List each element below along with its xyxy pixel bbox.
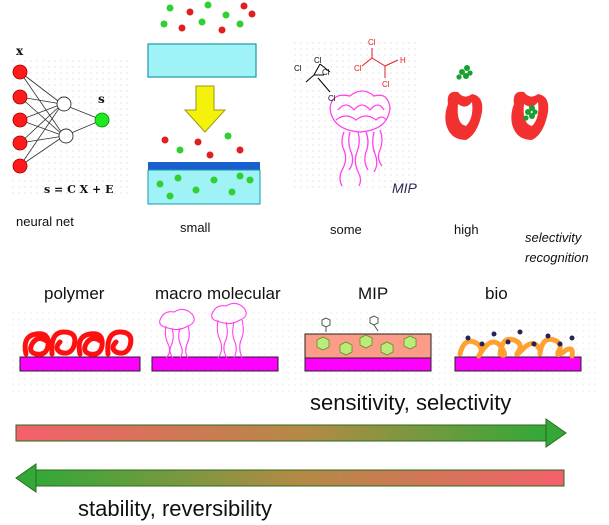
red-h: H <box>400 56 406 65</box>
bio-substrate <box>454 356 582 372</box>
down-arrow <box>183 85 227 133</box>
some-mip-diagram <box>292 40 420 190</box>
arrow-right-head <box>545 418 567 448</box>
black-cl-2: Cl <box>322 68 330 77</box>
membrane-top-box <box>147 43 257 78</box>
black-cl-3: Cl <box>314 56 322 65</box>
small-falling-particles <box>161 132 244 159</box>
bio-label: bio <box>485 284 508 303</box>
receptor-empty-pocket <box>457 102 473 126</box>
small-top-particles <box>160 1 256 34</box>
arrow-right-shaft <box>15 424 547 442</box>
recognition-label: recognition <box>525 250 589 265</box>
neural-net-output-node <box>94 112 110 128</box>
red-cl-1: Cl <box>368 38 376 47</box>
neural-net-hidden-nodes <box>56 96 74 144</box>
arrow-left-head <box>15 463 37 493</box>
mip-template-molecules <box>321 315 379 332</box>
red-molecule-bonds <box>361 48 399 78</box>
neural-net-input-label: x <box>16 44 24 58</box>
mip-receptor <box>329 90 391 187</box>
some-mip-tag: MIP <box>392 180 417 196</box>
macro-receptors <box>159 302 247 359</box>
polymer-substrate <box>19 356 141 372</box>
sensor-bio <box>454 329 582 372</box>
stability-reversibility-label: stability, reversibility <box>78 496 272 521</box>
mip-cavities <box>316 334 417 356</box>
neural-net-grid <box>10 60 130 195</box>
red-cl-2: Cl <box>354 64 362 73</box>
small-label: small <box>180 220 211 235</box>
neural-net-label: neural net <box>16 214 74 229</box>
high-receptor-diagram <box>445 65 549 140</box>
sensor-mip <box>304 315 432 372</box>
mip-label: MIP <box>358 284 389 303</box>
arrow-left <box>15 463 565 493</box>
neural-net-input-nodes <box>12 64 28 174</box>
small-membrane-diagram <box>147 1 261 205</box>
high-label: high <box>454 222 479 237</box>
membrane-blue-layer <box>148 162 260 170</box>
red-cl-3: Cl <box>382 80 390 89</box>
neural-net-equation: s = C X + E <box>44 183 114 196</box>
macro-substrate <box>151 356 279 372</box>
sensor-polymer <box>19 329 141 372</box>
black-cl-1: Cl <box>294 64 302 73</box>
arrow-left-shaft <box>35 469 565 487</box>
ligand-bound <box>523 105 538 121</box>
macro-molecular-label: macro molecular <box>155 284 281 303</box>
black-cl-4: Cl <box>328 94 336 103</box>
sensor-row <box>10 302 600 395</box>
arrow-right <box>15 418 567 448</box>
selectivity-label: selectivity <box>525 230 582 245</box>
mip-substrate <box>304 357 432 372</box>
ligand-free <box>456 65 473 80</box>
neural-net-output-label: s <box>98 92 105 106</box>
black-molecule-bonds <box>305 63 331 93</box>
bio-ligands <box>465 329 575 347</box>
small-trapped-particles <box>156 172 254 200</box>
neural-net-diagram <box>10 60 130 195</box>
sensitivity-selectivity-label: sensitivity, selectivity <box>310 390 512 415</box>
polymer-coils <box>22 329 134 357</box>
sensor-macro-molecular <box>151 302 279 372</box>
polymer-label: polymer <box>44 284 105 303</box>
some-label: some <box>330 222 362 237</box>
